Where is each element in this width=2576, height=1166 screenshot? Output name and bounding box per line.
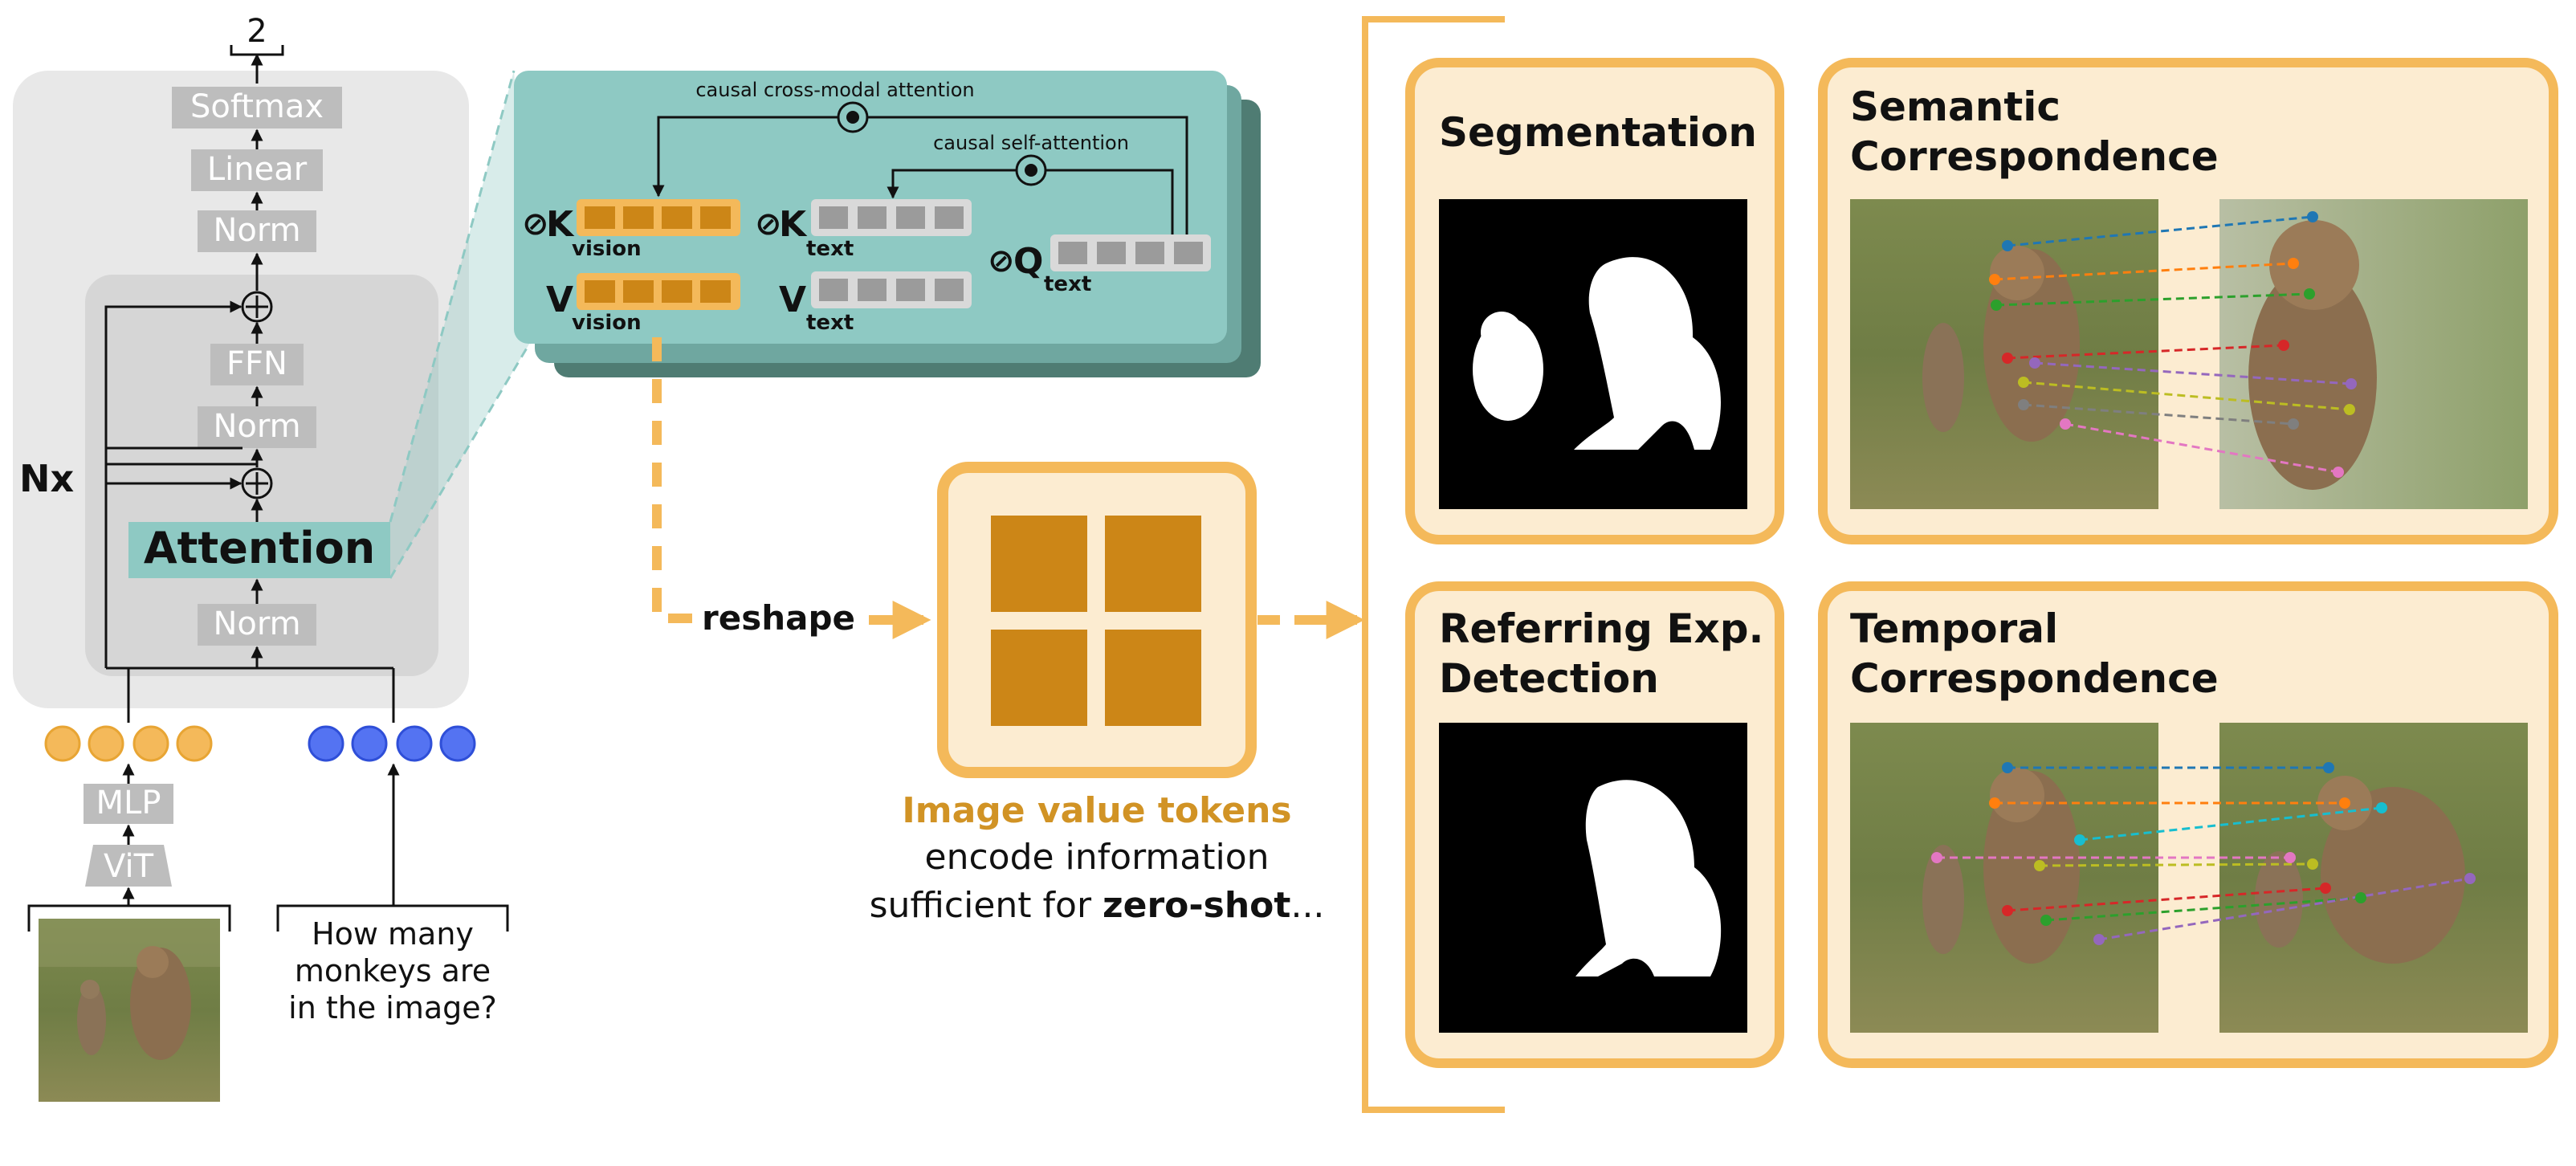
norm-bottom-label: Norm (213, 605, 300, 642)
caption-line-3: sufficient for zero-shot... (870, 885, 1325, 926)
residual-add-upper (241, 291, 273, 323)
ffn-box (210, 344, 304, 385)
k-vision-sub: vision (572, 237, 642, 261)
q-text-label: Q (1013, 241, 1043, 282)
question-line-3: in the image? (288, 990, 497, 1025)
v-vision-tokens (577, 273, 740, 310)
v-text-label: V (779, 279, 806, 320)
self-attention-label: causal self-attention (933, 132, 1129, 154)
residual-add-lower (241, 467, 273, 499)
referring-title-line-1: Referring Exp. (1439, 605, 1764, 652)
referring-title-line-2: Detection (1439, 655, 1659, 702)
vision-tokens (44, 725, 213, 762)
reshape-label: reshape (702, 598, 855, 638)
semantic-title-line-2: Correspondence (1850, 133, 2219, 180)
transformer-diagram: 2 Softmax Linear Norm FFN Norm At (13, 13, 509, 1102)
v-vision-label: V (546, 279, 573, 320)
mlp-label: MLP (96, 785, 161, 822)
q-text-tokens (1050, 234, 1211, 271)
svg-text:⊘: ⊘ (988, 243, 1015, 279)
zoom-wedge (390, 71, 533, 578)
temporal-correspondence-card: Temporal Correspondence (1818, 581, 2558, 1068)
norm-top-label: Norm (213, 212, 300, 249)
q-text-sub: text (1044, 272, 1091, 296)
v-vision-sub: vision (572, 311, 642, 335)
reshape-flow: reshape Image value tokens encode inform… (652, 337, 1365, 926)
question-line-1: How many (312, 916, 474, 952)
temporal-title-line-2: Correspondence (1850, 655, 2219, 702)
cross-attention-label: causal cross-modal attention (695, 79, 974, 101)
image-value-tokens-card (937, 462, 1257, 778)
output-label: 2 (247, 13, 267, 50)
v-text-sub: text (806, 311, 854, 335)
vit-box (85, 845, 172, 887)
k-vision-label: K (546, 204, 575, 245)
mlp-box (84, 784, 173, 824)
k-text-sub: text (806, 237, 854, 261)
repeat-label: Nx (19, 457, 74, 500)
attention-box (128, 522, 390, 578)
norm-top-box (198, 210, 316, 252)
softmax-label: Softmax (190, 88, 324, 125)
segmentation-card: Segmentation (1405, 58, 1784, 544)
k-text-tokens (811, 199, 972, 236)
temporal-title-line-1: Temporal (1850, 605, 2058, 652)
caption-line-2: encode information (925, 837, 1270, 878)
semantic-correspondence-card: Semantic Correspondence (1818, 58, 2558, 544)
referring-detection-card: Referring Exp. Detection (1405, 581, 1784, 1068)
caption-highlight: Image value tokens (902, 790, 1291, 831)
svg-text:⊘: ⊘ (755, 206, 782, 243)
question-line-2: monkeys are (295, 953, 491, 989)
k-text-label: K (779, 204, 808, 245)
svg-text:⊘: ⊘ (522, 206, 549, 243)
norm-bottom-box (198, 604, 316, 646)
segmentation-title: Segmentation (1439, 109, 1757, 156)
linear-box (191, 149, 323, 191)
norm-mid-box (198, 406, 316, 448)
softmax-box (172, 87, 342, 128)
norm-mid-label: Norm (213, 408, 300, 445)
input-image (39, 919, 220, 1102)
tasks-bracket (1362, 16, 1505, 1113)
k-vision-tokens (577, 199, 740, 236)
ffn-label: FFN (226, 345, 287, 382)
linear-label: Linear (207, 151, 308, 188)
v-text-tokens (811, 271, 972, 308)
text-tokens (308, 725, 476, 762)
vit-label: ViT (104, 848, 154, 885)
semantic-title-line-1: Semantic (1850, 84, 2060, 130)
attention-detail-panel: causal cross-modal attention causal self… (514, 71, 1261, 377)
attention-label: Attention (144, 523, 375, 573)
